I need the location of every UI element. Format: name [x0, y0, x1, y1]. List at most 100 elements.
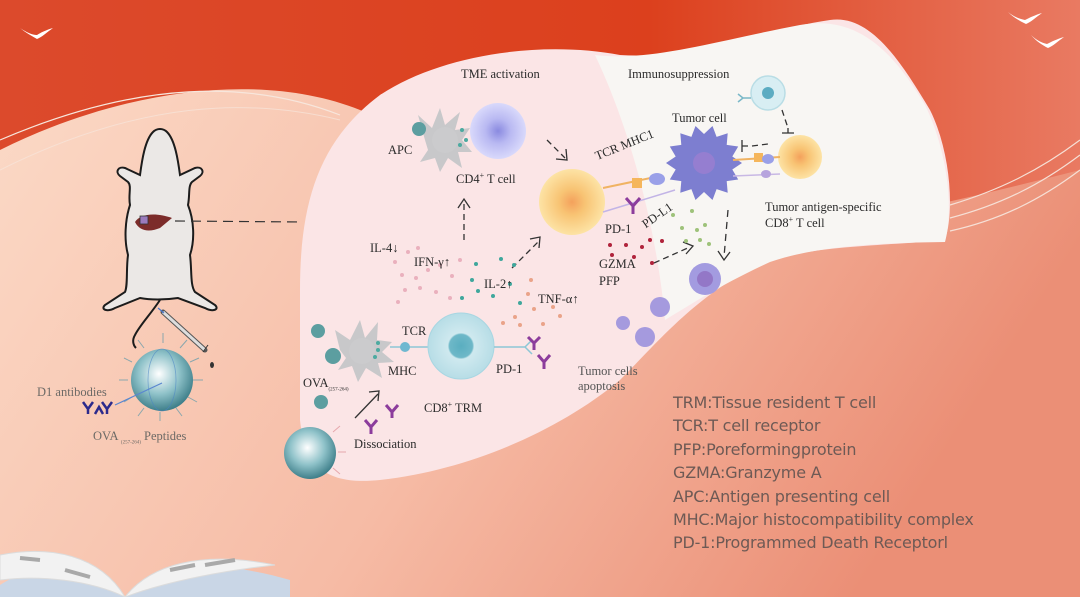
- cd8-suffix: T cell: [793, 216, 825, 231]
- cytokine-dots: [393, 209, 711, 327]
- cytokine-dot: [640, 245, 644, 249]
- apoptotic-tumor-cell: [650, 297, 670, 317]
- pd1-antibody-icon: [363, 335, 552, 434]
- immunosuppression-title: Immunosuppression: [628, 67, 730, 81]
- cytokine-dot: [690, 209, 694, 213]
- cytokine-dot: [474, 262, 478, 266]
- cd8-sup: +: [788, 215, 794, 224]
- cytokine-dot: [406, 250, 410, 254]
- legend-item: APC:Antigen presenting cell: [673, 486, 890, 506]
- nanoparticle-large: [114, 333, 203, 421]
- cd8-trm-label: CD8+ TRM: [424, 401, 482, 415]
- cytokine-dot: [458, 258, 462, 262]
- inhibit-icon: [782, 128, 794, 134]
- cytokine-dot: [624, 243, 628, 247]
- ova-label: OVA: [93, 429, 118, 443]
- syringe-icon: [157, 307, 214, 368]
- cytokine-dot: [414, 276, 418, 280]
- pd1-label: PD-1: [496, 362, 523, 376]
- nanoparticle-small: [284, 425, 346, 479]
- cytokine-dot: [610, 253, 614, 257]
- tcr-mhc-binding-right: [732, 153, 781, 178]
- tnf-label: TNF-α↑: [538, 292, 579, 306]
- cytokine-dot: [396, 300, 400, 304]
- cd8-trm-cell: [427, 312, 495, 380]
- ova-peptides-label: OVA (257-264) Peptides: [93, 430, 186, 446]
- pd1-antibody-icon: [624, 197, 642, 214]
- legend-item: PFP:Poreformingprotein: [673, 439, 857, 459]
- mhc-label: MHC: [388, 364, 417, 378]
- wave-line: [0, 90, 341, 141]
- cytokine-dot: [501, 321, 505, 325]
- connector-dashed-line: [174, 220, 304, 223]
- cytokine-dot: [526, 292, 530, 296]
- cytokine-dot: [551, 305, 555, 309]
- ova-text: OVA: [303, 376, 329, 390]
- gzma-label: GZMA: [599, 257, 636, 271]
- tumor-marker: [139, 215, 149, 225]
- tumor-specific-cd8-cell: [778, 135, 822, 179]
- cytokine-dot: [450, 274, 454, 278]
- cytokine-dot: [491, 294, 495, 298]
- cd4-t-cell: [470, 103, 526, 159]
- ova-sub: (257-264): [328, 387, 349, 393]
- receptor-icon: [737, 93, 751, 103]
- legend-item: PD-1:Programmed Death Receptorl: [673, 533, 948, 553]
- cd8-t-cell: [539, 169, 605, 235]
- cytokine-dot: [434, 290, 438, 294]
- wave-line: [949, 169, 1080, 232]
- apoptosis-label-line2: apoptosis: [578, 379, 626, 393]
- cytokine-dot: [703, 223, 707, 227]
- dissociation-label: Dissociation: [354, 437, 417, 451]
- cytokine-dot: [438, 263, 442, 267]
- cytokine-dot: [558, 314, 562, 318]
- cytokine-dot: [671, 213, 675, 217]
- cytokine-dot: [608, 243, 612, 247]
- cytokine-dot: [403, 288, 407, 292]
- legend-item: GZMA:Granzyme A: [673, 463, 822, 483]
- bird-icon: [1008, 12, 1042, 24]
- cytokine-dot: [532, 307, 536, 311]
- cytokine-dot: [460, 296, 464, 300]
- cytokine-dot: [650, 261, 654, 265]
- apoptotic-tumor-cell: [689, 263, 721, 295]
- pd1-label-right: PD-1: [605, 222, 632, 236]
- cd4-suffix: T cell: [484, 172, 516, 187]
- pfp-label: PFP: [599, 274, 620, 288]
- apoptotic-tumor-cell: [616, 316, 630, 330]
- cytokine-dot: [476, 289, 480, 293]
- cytokine-dot: [660, 239, 664, 243]
- cytokine-dot: [684, 239, 688, 243]
- cytokine-dot: [512, 263, 516, 267]
- cytokine-dot: [508, 282, 512, 286]
- cytokine-dot: [648, 238, 652, 242]
- cd4-sup: +: [479, 171, 485, 180]
- cytokine-dot: [529, 278, 533, 282]
- book-illustration: [0, 550, 290, 597]
- ifn-label: IFN-γ↑: [414, 255, 451, 269]
- ova-subscript: (257-264): [120, 440, 141, 446]
- ova-label-lower: OVA(257-264): [303, 377, 348, 393]
- cytokine-dot: [499, 257, 503, 261]
- cytokine-dot: [393, 260, 397, 264]
- bird-icon: [20, 28, 53, 39]
- wave-line: [949, 154, 1080, 219]
- abbreviation-legend: TRM:Tissue resident T cell TCR:T cell re…: [673, 391, 974, 555]
- dashed-inhibition: [781, 109, 789, 129]
- inhibit-icon: [741, 140, 748, 152]
- dashed-arrows: [354, 139, 731, 419]
- wave-line: [0, 107, 341, 171]
- il2-label: IL-2↑: [484, 277, 513, 291]
- apc-label: APC: [388, 143, 413, 157]
- antibodies-label: D1 antibodies: [37, 385, 107, 399]
- cytokine-dot: [426, 268, 430, 272]
- cd8trm-text: CD8: [424, 401, 448, 416]
- legend-item: MHC:Major histocompatibility complex: [673, 510, 974, 530]
- legend-item: TRM:Tissue resident T cell: [673, 393, 877, 412]
- cytokine-dot: [707, 242, 711, 246]
- wave-line: [949, 139, 1080, 206]
- tumor-cell: [666, 126, 742, 200]
- tumor-cell-label: Tumor cell: [672, 111, 727, 125]
- dashed-inhibition: [751, 143, 769, 147]
